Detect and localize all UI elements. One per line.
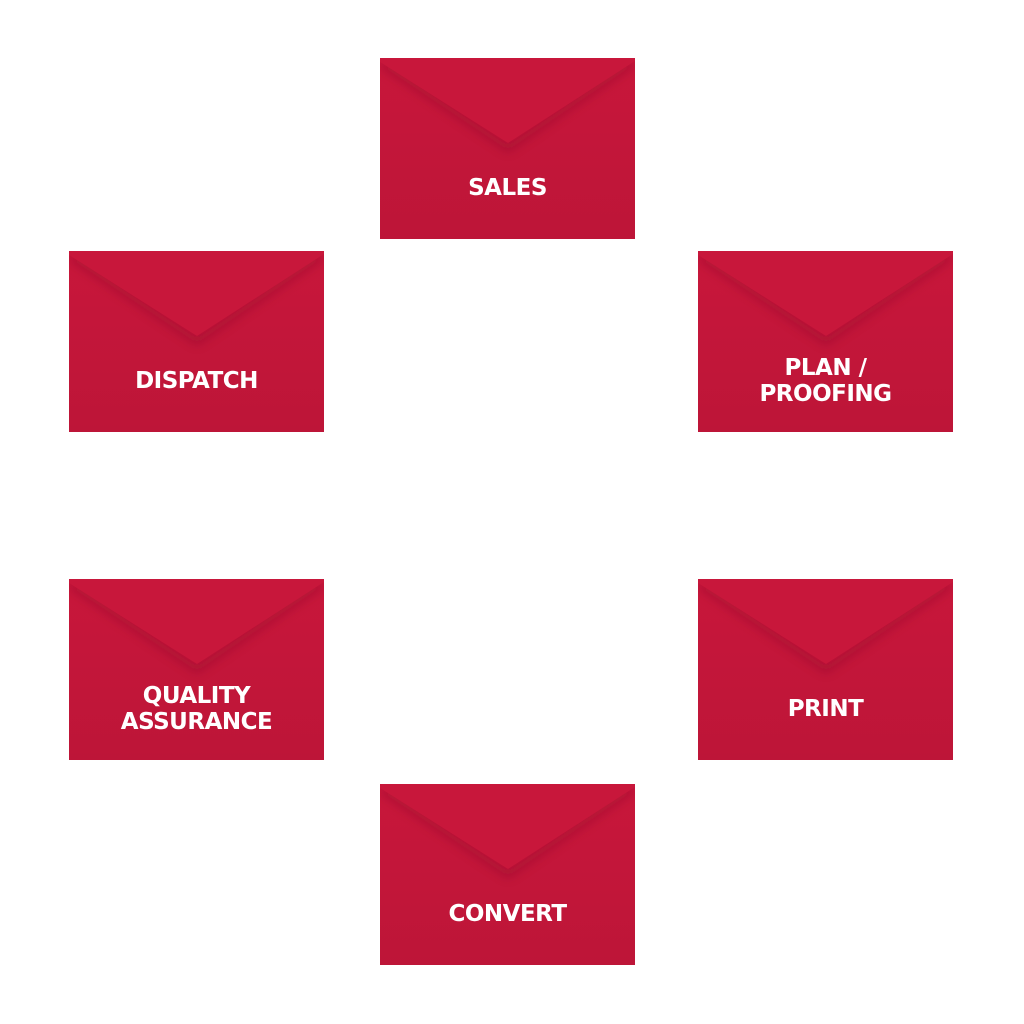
stage-label: CONVERT xyxy=(380,901,635,927)
stage-print: PRINT xyxy=(698,579,953,760)
envelope-icon xyxy=(698,579,953,760)
stage-label-line: PRINT xyxy=(787,696,864,722)
stage-convert: CONVERT xyxy=(380,784,635,965)
stage-label-line: DISPATCH xyxy=(135,368,258,394)
stage-label: PRINT xyxy=(698,696,953,722)
envelope-icon xyxy=(380,58,635,239)
stage-label-line: PROOFING xyxy=(759,381,892,407)
stage-label-line: SALES xyxy=(468,175,547,201)
stage-label-line: CONVERT xyxy=(448,901,567,927)
stage-label: DISPATCH xyxy=(69,368,324,394)
stage-label-line: ASSURANCE xyxy=(120,709,273,735)
stage-label-line: QUALITY xyxy=(142,683,251,709)
stage-dispatch: DISPATCH xyxy=(69,251,324,432)
stage-sales: SALES xyxy=(380,58,635,239)
envelope-icon xyxy=(69,579,324,760)
envelope-icon xyxy=(69,251,324,432)
stage-label-line: PLAN / xyxy=(784,355,867,381)
stage-label: SALES xyxy=(380,175,635,201)
stage-label: PLAN /PROOFING xyxy=(698,355,953,407)
envelope-icon xyxy=(698,251,953,432)
envelope-icon xyxy=(380,784,635,965)
stage-plan-proofing: PLAN /PROOFING xyxy=(698,251,953,432)
